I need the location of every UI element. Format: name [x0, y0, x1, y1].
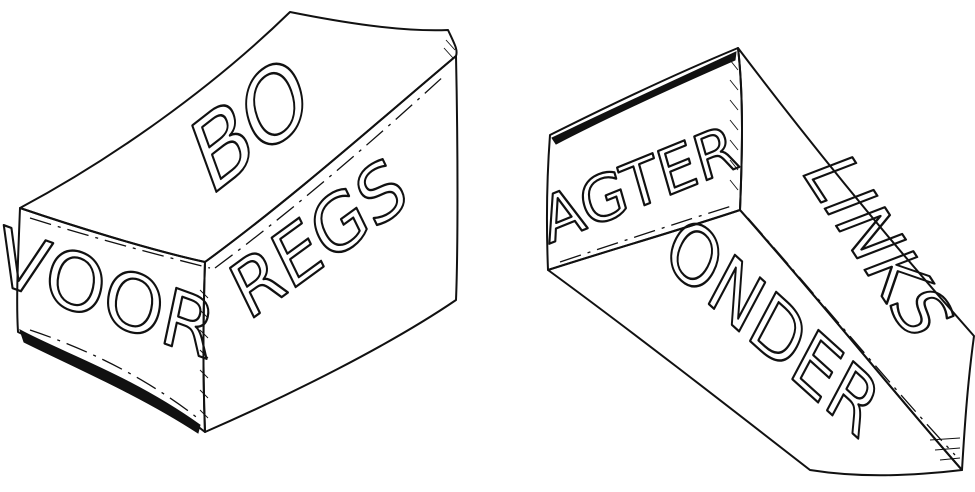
left-block-front-seam [29, 329, 201, 421]
left-block-front-label: VOOR [0, 210, 224, 378]
right-block-edge-hatching [729, 59, 961, 461]
left-block-side-seam [214, 74, 446, 269]
right-block-top-edge-shadow [551, 51, 737, 145]
right-block-side-seam [747, 217, 956, 456]
left-block-edge-hatching [199, 39, 456, 419]
right-block: AGTER LINKS ONDER [532, 47, 975, 477]
left-block-top-label: BO [179, 31, 323, 219]
left-block: BO VOOR REGS [0, 11, 459, 434]
left-block-top-seam [29, 217, 211, 269]
left-block-underside-shadow [19, 328, 201, 434]
right-block-bottom-face [547, 209, 963, 477]
right-block-top-seam [559, 204, 736, 263]
left-block-side-face [202, 55, 459, 433]
